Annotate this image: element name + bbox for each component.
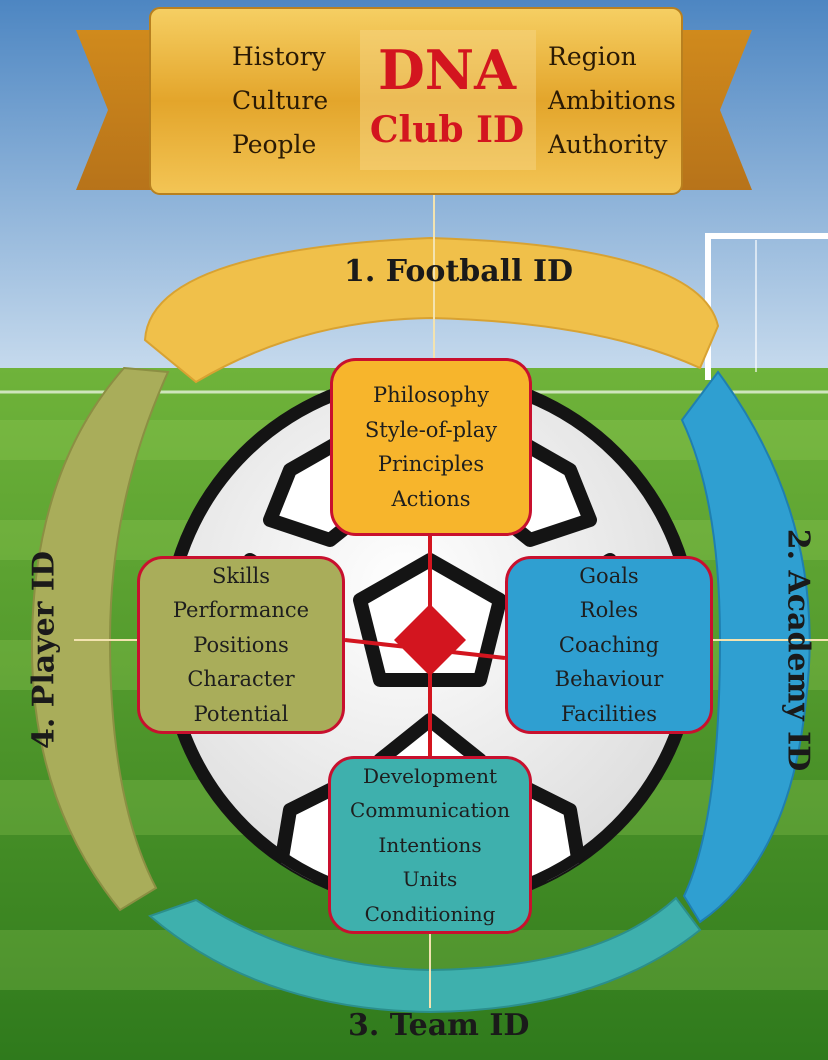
academy-id-label: 2. Academy ID (780, 528, 816, 772)
box-item: Coaching (558, 632, 660, 657)
box-item: Positions (193, 632, 289, 657)
banner-subtitle: Club ID (369, 109, 525, 151)
banner-item-authority: Authority (548, 130, 668, 159)
banner-left-list: History Culture People (232, 35, 328, 167)
box-item: Actions (391, 486, 471, 511)
box-item: Conditioning (364, 901, 496, 926)
box-item: Behaviour (554, 667, 664, 692)
banner-item-culture: Culture (232, 86, 329, 115)
football-id-box: Philosophy Style-of-play Principles Acti… (330, 358, 532, 536)
dna-banner (76, 7, 752, 195)
center-diamond (394, 604, 466, 676)
banner-item-ambitions: Ambitions (548, 86, 676, 115)
banner-title-block: DNA Club ID (352, 38, 542, 152)
team-id-box: Development Communication Intentions Uni… (328, 756, 532, 934)
box-item: Potential (193, 701, 289, 726)
banner-item-people: People (232, 130, 317, 159)
team-id-label: 3. Team ID (348, 1008, 530, 1043)
box-item: Style-of-play (364, 417, 498, 442)
box-item: Performance (172, 598, 310, 623)
box-item: Principles (377, 452, 485, 476)
ring-connectors (74, 195, 828, 1008)
football-id-arc (143, 236, 720, 384)
team-id-arc (148, 896, 702, 1014)
box-item: Facilities (561, 701, 657, 726)
banner-title: DNA (377, 38, 517, 102)
box-item: Roles (579, 598, 639, 623)
box-item: Units (402, 867, 458, 892)
academy-id-box: Goals Roles Coaching Behaviour Facilitie… (505, 556, 713, 734)
box-item: Goals (579, 563, 639, 588)
box-item: Communication (350, 798, 510, 823)
box-item: Skills (211, 563, 271, 588)
banner-right-list: Region Ambitions Authority (548, 35, 676, 167)
player-id-label: 4. Player ID (26, 551, 62, 749)
box-item: Intentions (378, 832, 482, 857)
football-id-label: 1. Football ID (344, 254, 573, 289)
banner-item-history: History (232, 42, 326, 71)
player-id-box: Skills Performance Positions Character P… (137, 556, 345, 734)
academy-id-arc (680, 370, 811, 924)
box-item: Character (187, 667, 295, 692)
box-item: Development (363, 763, 497, 788)
box-item: Philosophy (373, 383, 489, 407)
banner-item-region: Region (548, 42, 637, 71)
